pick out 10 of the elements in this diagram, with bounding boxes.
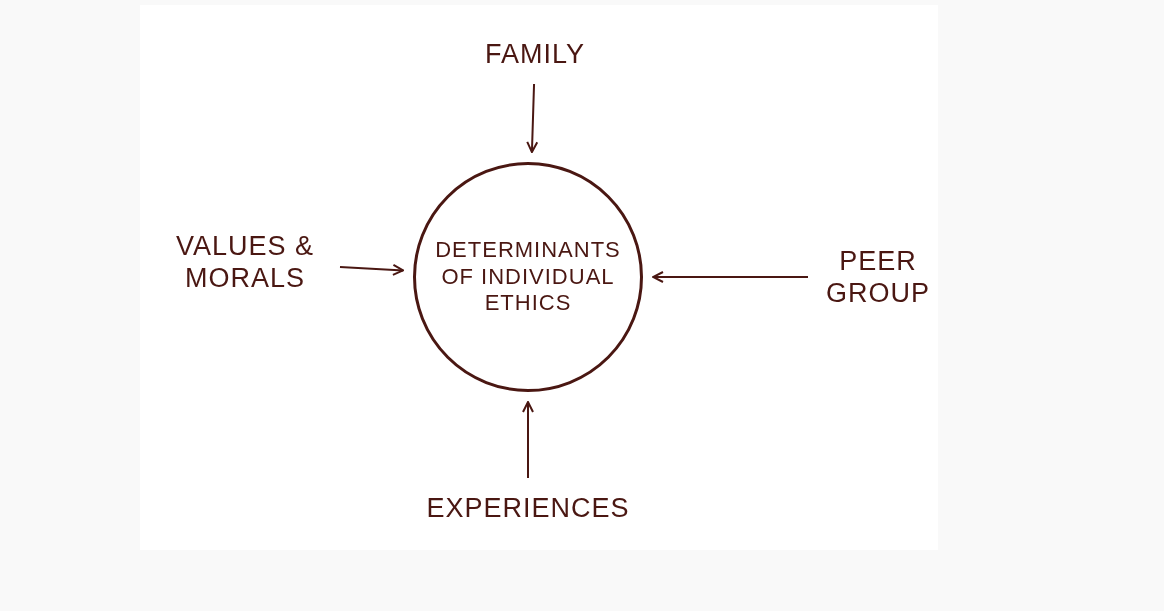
arrow <box>652 271 809 283</box>
circle-node <box>413 162 643 392</box>
factor-label: PEER GROUP <box>825 244 931 310</box>
arrow <box>522 401 534 479</box>
factor-label: FAMILY <box>485 37 585 71</box>
arrow <box>339 263 405 276</box>
arrow <box>526 83 539 154</box>
factor-label: VALUES & MORALS <box>174 229 316 295</box>
factor-label: EXPERIENCES <box>426 491 630 525</box>
circle-label: DETERMINANTS OF INDIVIDUAL ETHICS <box>434 237 622 317</box>
